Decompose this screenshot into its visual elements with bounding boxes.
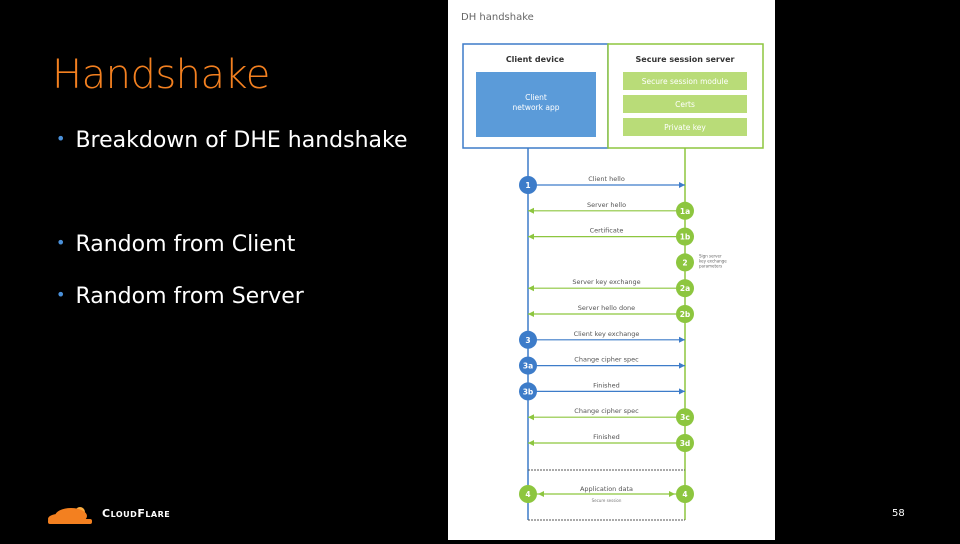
arrow-left-icon: [528, 207, 534, 214]
bullet-item: • Random from Server: [56, 284, 304, 309]
step-number: 4: [682, 490, 687, 499]
step-circle: [676, 227, 694, 246]
arrow-right-icon: [679, 336, 685, 343]
step-note: key exchange: [699, 258, 727, 263]
step-circle: [676, 253, 694, 272]
page-number: 58: [892, 508, 905, 519]
step-circle: [676, 279, 694, 298]
step-circle: [519, 356, 537, 375]
step-number: 3: [525, 336, 530, 345]
server-module-box: [623, 72, 747, 90]
bullet-text: Random from Server: [75, 284, 304, 309]
arrow-left-icon: [528, 233, 534, 240]
message-label: Change cipher spec: [574, 356, 639, 364]
arrow-left-icon: [528, 440, 534, 446]
bullet-icon: •: [56, 233, 66, 252]
client-app-label: Client: [525, 93, 547, 102]
step-circle: [519, 330, 537, 349]
message-label: Finished: [593, 381, 620, 389]
server-module-box: [623, 118, 747, 136]
server-title: Secure session server: [636, 55, 735, 64]
server-module-label: Secure session module: [642, 77, 729, 86]
step-circle: [519, 176, 537, 194]
step-circle: [519, 485, 537, 503]
app-data-label: Application data: [580, 485, 633, 493]
arrow-left-icon: [528, 311, 534, 317]
cloudflare-logo: CloudFlare: [46, 500, 170, 526]
arrow-left-icon: [538, 491, 544, 497]
step-number: 2: [682, 258, 687, 267]
slide-title: Handshake: [52, 52, 270, 98]
message-label: Change cipher spec: [574, 407, 639, 415]
secure-session-label: Secure session: [592, 498, 622, 503]
message-label: Client hello: [588, 175, 625, 183]
bullet-text: Random from Client: [75, 232, 296, 257]
message-label: Server hello: [587, 201, 626, 209]
message-label: Server key exchange: [572, 278, 640, 286]
arrow-right-icon: [679, 388, 685, 395]
bullet-icon: •: [56, 285, 66, 304]
client-app-label: network app: [513, 103, 560, 112]
diagram-title: DH handshake: [461, 12, 534, 23]
arrow-right-icon: [679, 182, 685, 188]
arrow-left-icon: [528, 414, 534, 421]
arrow-right-icon: [679, 362, 685, 369]
step-number: 1b: [680, 233, 691, 242]
client-device-title: Client device: [506, 55, 565, 64]
server-module-label: Private key: [664, 123, 706, 132]
step-number: 1a: [680, 207, 690, 216]
arrow-left-icon: [528, 285, 534, 292]
step-number: 2a: [680, 284, 690, 293]
message-label: Finished: [593, 433, 620, 441]
step-circle: [519, 382, 537, 401]
step-circle: [676, 434, 694, 452]
logo-text: CloudFlare: [102, 506, 171, 520]
server-module-label: Certs: [675, 100, 695, 109]
step-note: Sign server: [699, 253, 722, 258]
step-note: parameters: [699, 263, 722, 268]
step-circle: [676, 408, 694, 427]
server-module-box: [623, 95, 747, 113]
bullet-icon: •: [56, 129, 66, 148]
bullet-text: Breakdown of DHE handshake: [75, 128, 408, 153]
message-label: Client key exchange: [574, 330, 640, 338]
bullet-item: • Breakdown of DHE handshake: [56, 128, 408, 153]
step-circle: [676, 201, 694, 220]
step-number: 3c: [680, 413, 690, 422]
step-number: 3a: [523, 362, 533, 371]
step-number: 3b: [523, 387, 534, 396]
step-number: 3d: [680, 439, 691, 448]
step-circle: [676, 485, 694, 503]
arrow-right-icon: [669, 491, 675, 497]
step-number: 1: [525, 181, 530, 190]
step-number: 2b: [680, 310, 691, 319]
cloud-icon: [48, 507, 92, 524]
step-circle: [676, 305, 694, 323]
bullet-item: • Random from Client: [56, 232, 295, 257]
message-label: Server hello done: [578, 304, 635, 312]
client-app-box: [476, 72, 596, 137]
step-number: 4: [525, 490, 530, 499]
message-label: Certificate: [590, 227, 624, 235]
